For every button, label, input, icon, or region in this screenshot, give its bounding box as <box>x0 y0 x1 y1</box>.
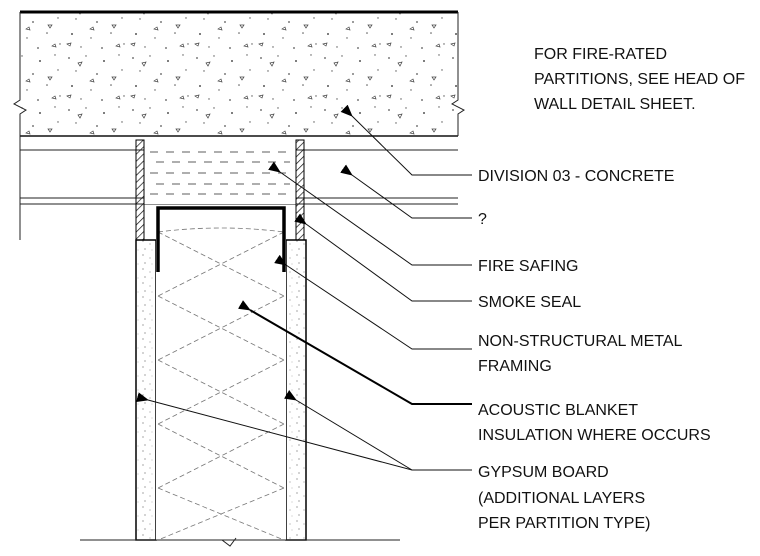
label-gypsum-line-2: (ADDITIONAL LAYERS <box>478 490 645 507</box>
callout-labels: DIVISION 03 - CONCRETE ? FIRE SAFING SMO… <box>478 168 711 532</box>
label-fire-safing: FIRE SAFING <box>478 258 578 275</box>
label-concrete: DIVISION 03 - CONCRETE <box>478 168 674 185</box>
fire-safing <box>144 140 296 204</box>
leader-lines <box>136 104 472 471</box>
fire-rated-note: FOR FIRE-RATED PARTITIONS, SEE HEAD OF W… <box>534 46 745 113</box>
label-acoustic-line-2: INSULATION WHERE OCCURS <box>478 427 711 444</box>
label-framing-line-2: FRAMING <box>478 358 552 375</box>
note-line-1: FOR FIRE-RATED <box>534 46 667 63</box>
label-gypsum-line-3: PER PARTITION TYPE) <box>478 515 650 532</box>
label-unknown: ? <box>478 211 487 228</box>
note-line-2: PARTITIONS, SEE HEAD OF <box>534 71 745 88</box>
label-gypsum-line-1: GYPSUM BOARD <box>478 464 609 481</box>
label-framing-line-1: NON-STRUCTURAL METAL <box>478 333 683 350</box>
metal-framing-track <box>156 206 286 272</box>
note-line-3: WALL DETAIL SHEET. <box>534 96 696 113</box>
acoustic-insulation <box>156 214 286 541</box>
label-acoustic-line-1: ACOUSTIC BLANKET <box>478 402 638 419</box>
label-smoke-seal: SMOKE SEAL <box>478 294 581 311</box>
concrete-slab <box>13 10 465 137</box>
bottom-break-line <box>80 537 400 547</box>
